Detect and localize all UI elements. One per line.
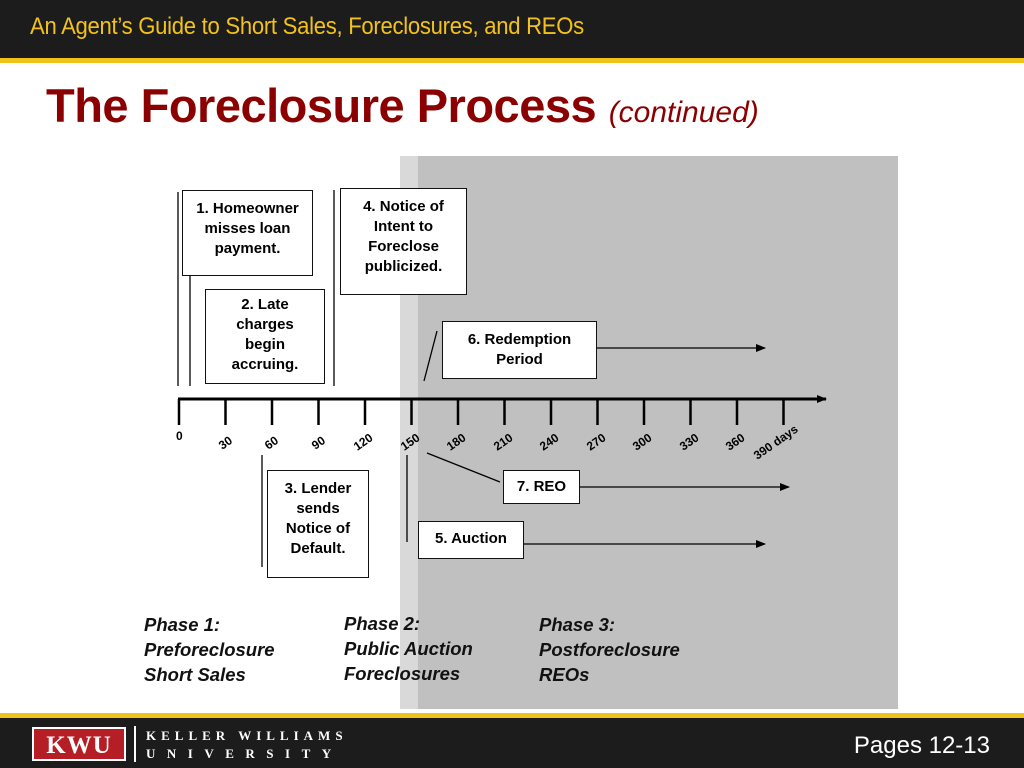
phase-3-shading bbox=[418, 156, 898, 709]
step-line: Period bbox=[496, 351, 543, 368]
step-6-box: 6. Redemption Period bbox=[442, 321, 597, 379]
kwu-logo: KWU KELLER WILLIAMS UNIVERSITY bbox=[30, 724, 343, 764]
step-line: sends bbox=[296, 500, 340, 517]
kwu-logo-badge: KWU bbox=[32, 727, 126, 761]
step-line: 1. Homeowner bbox=[196, 200, 299, 217]
step-line: 5. Auction bbox=[435, 530, 507, 547]
header-stripe bbox=[0, 58, 1024, 63]
step-5-box: 5. Auction bbox=[418, 521, 524, 559]
connector-line bbox=[426, 452, 501, 483]
step-line: misses loan bbox=[204, 220, 291, 237]
step-line: 7. REO bbox=[516, 478, 567, 495]
step-line: 3. Lender bbox=[284, 480, 352, 497]
timeline-ticks bbox=[177, 399, 785, 425]
step-1-box: 1. Homeowner misses loan payment. bbox=[182, 190, 313, 276]
slide-title-suffix: (continued) bbox=[608, 96, 759, 129]
step-line: Notice of bbox=[285, 520, 351, 537]
phase-line: Phase 1: bbox=[144, 614, 221, 635]
footer-bar bbox=[0, 718, 1024, 768]
header-bar: An Agent’s Guide to Short Sales, Foreclo… bbox=[0, 0, 1024, 58]
logo-line-keller-williams: KELLER WILLIAMS bbox=[146, 728, 348, 743]
connector-line bbox=[423, 330, 438, 382]
step-line: Default. bbox=[290, 540, 346, 557]
slide-title-text: The Foreclosure Process bbox=[46, 79, 597, 132]
step-line: 2. Late bbox=[241, 296, 289, 313]
step-line: Foreclose bbox=[368, 238, 439, 255]
phase-line: Phase 3: bbox=[539, 614, 616, 635]
phase-line: Preforeclosure bbox=[144, 639, 275, 660]
step-line: publicized. bbox=[364, 258, 443, 275]
header-title: An Agent’s Guide to Short Sales, Foreclo… bbox=[30, 13, 584, 40]
logo-divider bbox=[134, 726, 136, 762]
step-line: charges bbox=[236, 316, 294, 333]
phase-3-label: Phase 3: Postforeclosure REOs bbox=[539, 612, 680, 687]
phase-2-label: Phase 2: Public Auction Foreclosures bbox=[344, 611, 473, 686]
phase-line: Foreclosures bbox=[344, 663, 461, 684]
step-3-box: 3. Lender sends Notice of Default. bbox=[267, 470, 369, 578]
step-2-box: 2. Late charges begin accruing. bbox=[205, 289, 325, 384]
timeline-tick-label: 0 bbox=[176, 429, 183, 443]
phase-line: Postforeclosure bbox=[539, 639, 680, 660]
page-reference: Pages 12-13 bbox=[853, 732, 990, 759]
step-line: 6. Redemption bbox=[467, 331, 572, 348]
step-line: payment. bbox=[214, 240, 281, 257]
phase-1-label: Phase 1: Preforeclosure Short Sales bbox=[144, 612, 275, 687]
step-line: 4. Notice of bbox=[363, 198, 444, 215]
kwu-logo-badge-text: KWU bbox=[46, 732, 112, 759]
phase-line: Phase 2: bbox=[344, 613, 421, 634]
step-4-box: 4. Notice of Intent to Foreclose publici… bbox=[340, 188, 467, 295]
step-line: begin bbox=[245, 336, 285, 353]
slide-title: The Foreclosure Process (continued) bbox=[46, 78, 759, 133]
phase-line: Short Sales bbox=[144, 664, 246, 685]
step-line: Intent to bbox=[373, 218, 434, 235]
logo-line-university: UNIVERSITY bbox=[146, 746, 343, 761]
step-7-box: 7. REO bbox=[503, 470, 580, 504]
footer-stripe bbox=[0, 713, 1024, 718]
phase-line: Public Auction bbox=[344, 638, 473, 659]
step-line: accruing. bbox=[231, 356, 299, 373]
phase-line: REOs bbox=[539, 664, 590, 685]
